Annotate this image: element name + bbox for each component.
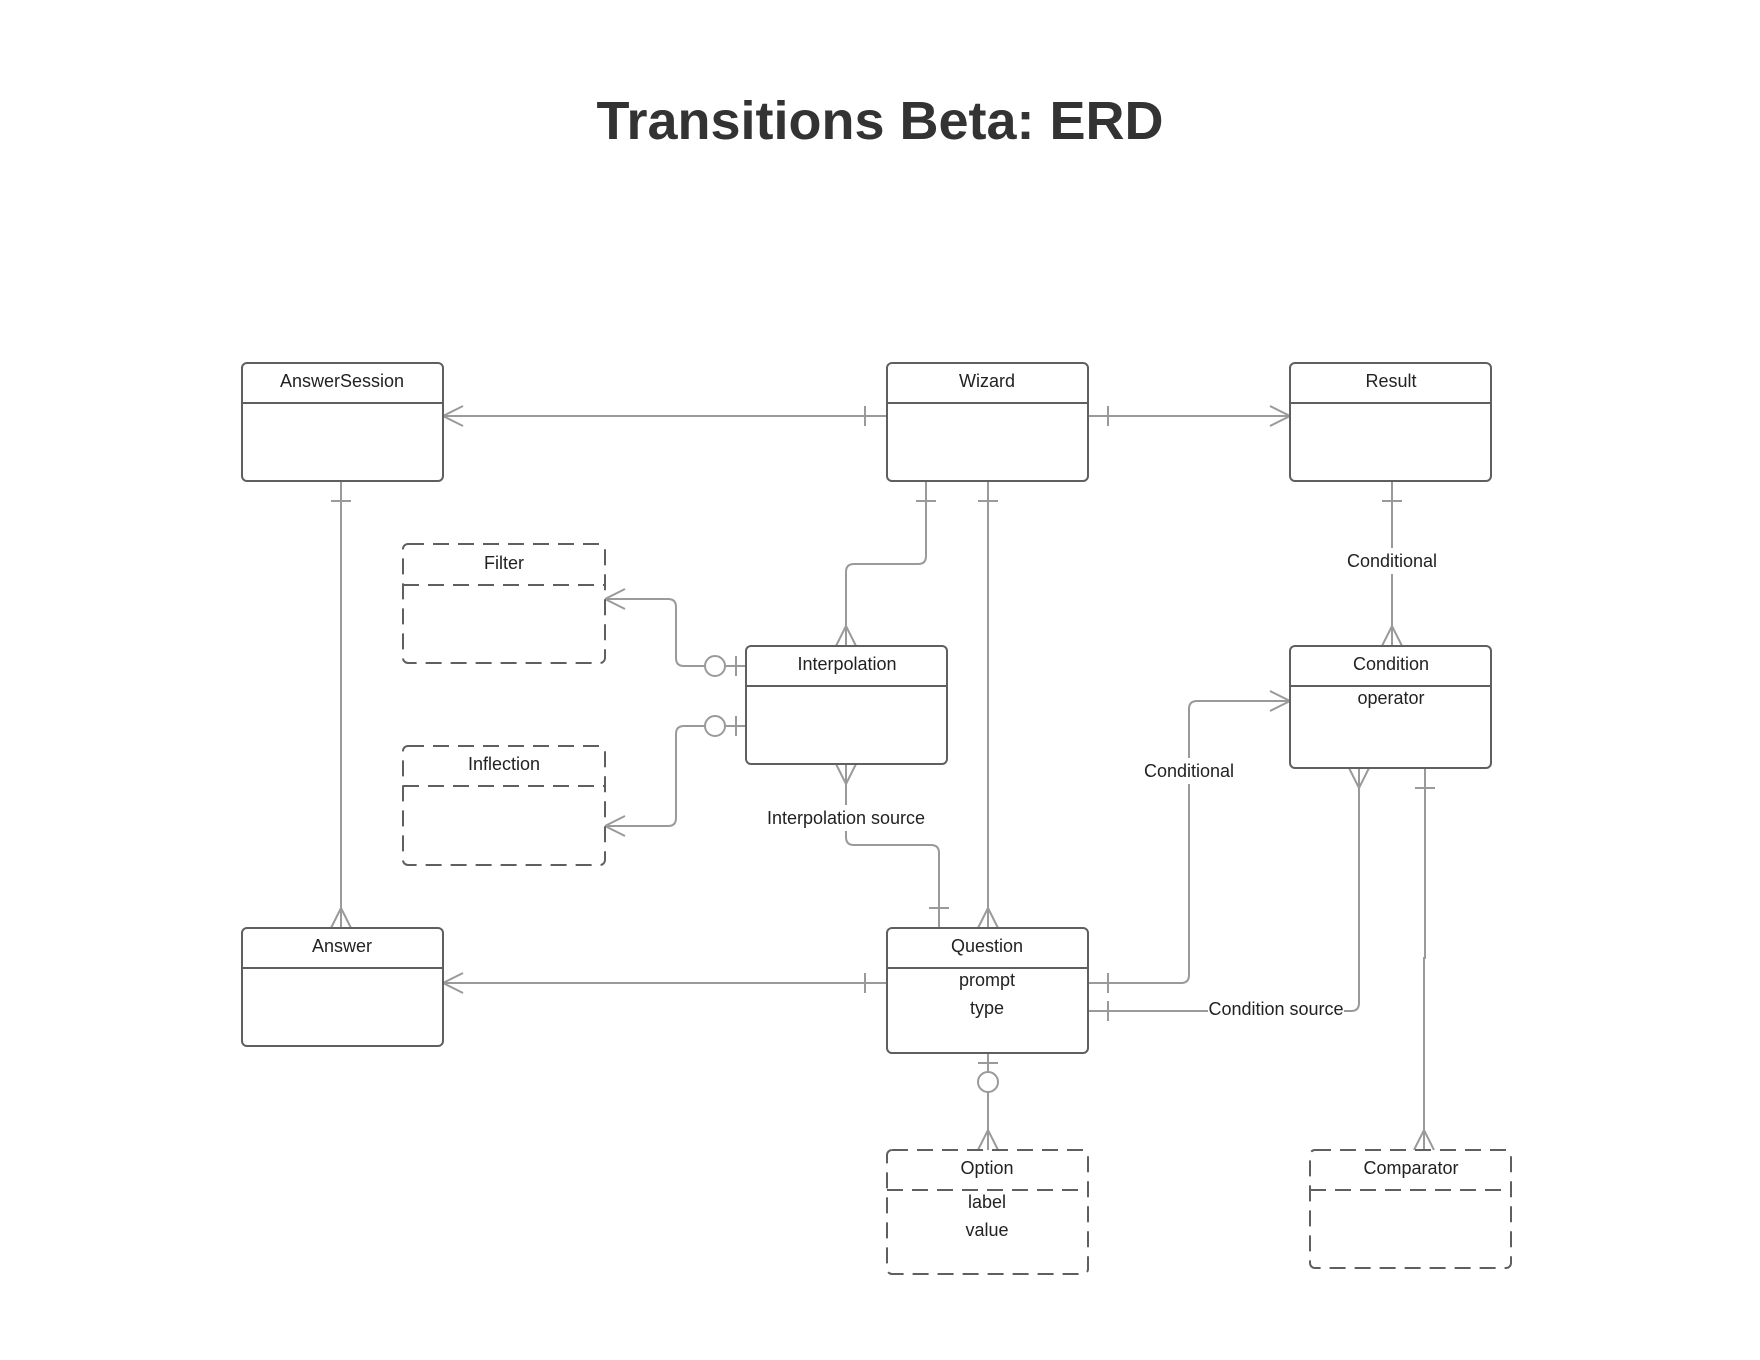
rel-wizard-result	[1088, 405, 1293, 427]
rel-label-interpolation-source: Interpolation source	[767, 808, 925, 828]
entity-name-result: Result	[1365, 371, 1416, 391]
entity-attr-value: value	[965, 1220, 1008, 1240]
entity-answersession[interactable]: AnswerSession	[241, 362, 444, 482]
rel-condition-comparator	[1413, 768, 1435, 1151]
entity-comparator[interactable]: Comparator	[1309, 1149, 1512, 1269]
entity-question[interactable]: Question prompt type	[886, 927, 1089, 1054]
entity-name-filter: Filter	[484, 553, 524, 573]
rel-label-conditional-result: Conditional	[1347, 551, 1437, 571]
rel-interpolation-question: Interpolation source	[765, 763, 949, 928]
entity-name-inflection: Inflection	[468, 754, 540, 774]
entity-attr-label: label	[968, 1192, 1006, 1212]
entity-wizard[interactable]: Wizard	[886, 362, 1089, 482]
rel-wizard-interpolation	[835, 481, 936, 647]
entity-attr-prompt: prompt	[959, 970, 1015, 990]
entity-result[interactable]: Result	[1289, 362, 1492, 482]
rel-label-conditional-question: Conditional	[1144, 761, 1234, 781]
entity-name-answer: Answer	[312, 936, 372, 956]
rel-question-option	[977, 1053, 999, 1151]
entity-name-answersession: AnswerSession	[280, 371, 404, 391]
rel-answersession-wizard	[440, 405, 887, 427]
rel-inflection-interpolation	[602, 715, 746, 837]
entity-name-interpolation: Interpolation	[797, 654, 896, 674]
entity-option[interactable]: Option label value	[886, 1149, 1089, 1275]
rel-label-condition-source: Condition source	[1208, 999, 1343, 1019]
entity-inflection[interactable]: Inflection	[402, 745, 606, 866]
rel-answer-question	[440, 972, 887, 994]
entity-condition[interactable]: Condition operator	[1289, 645, 1492, 769]
entity-attr-operator: operator	[1357, 688, 1424, 708]
rel-wizard-question	[977, 481, 999, 929]
entity-name-question: Question	[951, 936, 1023, 956]
rel-question-condition: Conditional	[1088, 690, 1293, 993]
entity-name-comparator: Comparator	[1363, 1158, 1458, 1178]
entity-filter[interactable]: Filter	[402, 543, 606, 664]
page-title: Transitions Beta: ERD	[596, 91, 1164, 151]
rel-answersession-answer	[330, 481, 352, 929]
entity-name-wizard: Wizard	[959, 371, 1015, 391]
entity-interpolation[interactable]: Interpolation	[745, 645, 948, 765]
entity-name-option: Option	[960, 1158, 1013, 1178]
entity-answer[interactable]: Answer	[241, 927, 444, 1047]
rel-question-condition-source: Condition source	[1088, 767, 1370, 1022]
entity-attr-type: type	[970, 998, 1004, 1018]
rel-filter-interpolation	[602, 588, 746, 677]
rel-result-condition: Conditional	[1342, 481, 1442, 647]
entity-name-condition: Condition	[1353, 654, 1429, 674]
